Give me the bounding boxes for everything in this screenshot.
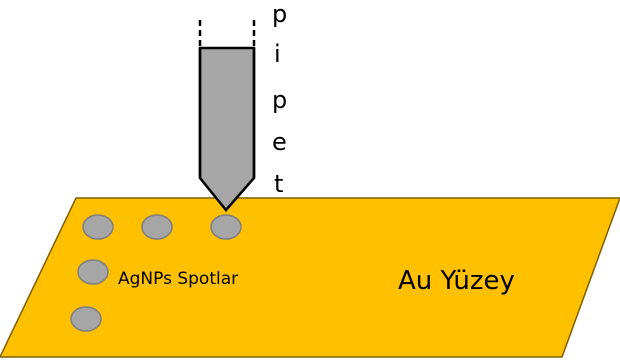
pipet-body <box>198 46 256 212</box>
pipet-letter-t: t <box>274 170 283 198</box>
au-surface-label: Au Yüzey <box>398 266 515 296</box>
pipet-letter-p2: p <box>272 86 287 114</box>
agnp-spot <box>70 306 102 332</box>
agnp-spots-label: AgNPs Spotlar <box>118 269 238 289</box>
agnp-spot <box>82 214 114 240</box>
pipet-letter-p1: p <box>272 0 287 28</box>
pipet-letter-e: e <box>272 128 287 156</box>
pipet-letter-i: i <box>274 40 281 68</box>
agnp-spot <box>141 214 173 240</box>
agnp-spots <box>70 214 242 332</box>
agnp-spot <box>210 214 242 240</box>
agnp-spot <box>77 259 109 285</box>
